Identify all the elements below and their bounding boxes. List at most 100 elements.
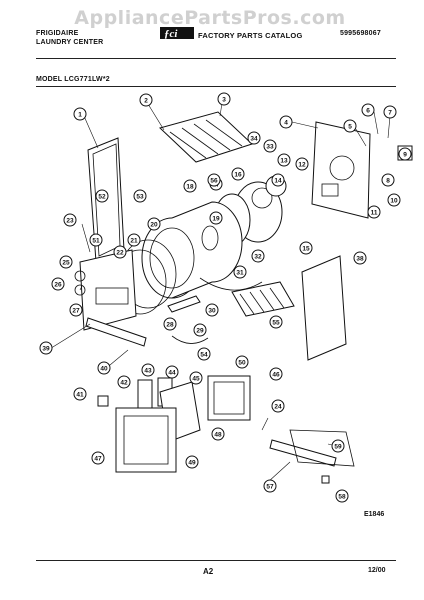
svg-text:3: 3	[222, 97, 226, 104]
callout-22: 22	[113, 245, 127, 259]
svg-text:31: 31	[236, 270, 244, 277]
callout-16: 16	[231, 167, 245, 181]
callout-43: 43	[141, 363, 155, 377]
callout-41: 41	[73, 387, 87, 401]
svg-text:49: 49	[188, 460, 196, 467]
svg-text:38: 38	[356, 256, 364, 263]
svg-text:39: 39	[42, 346, 50, 353]
callout-39: 39	[39, 341, 53, 355]
svg-text:43: 43	[144, 368, 152, 375]
callout-18: 18	[183, 179, 197, 193]
callout-12: 12	[295, 157, 309, 171]
svg-text:59: 59	[334, 444, 342, 451]
svg-text:27: 27	[72, 308, 80, 315]
svg-text:10: 10	[390, 198, 398, 205]
watermark: AppliancePartsPros.com	[74, 7, 346, 29]
svg-text:40: 40	[100, 366, 108, 373]
svg-text:58: 58	[338, 494, 346, 501]
callout-23: 23	[63, 213, 77, 227]
model-rule	[36, 86, 396, 87]
callout-10: 10	[387, 193, 401, 207]
svg-text:34: 34	[250, 136, 258, 143]
svg-text:23: 23	[66, 218, 74, 225]
svg-text:9: 9	[403, 152, 407, 159]
callout-54: 54	[197, 347, 211, 361]
svg-text:32: 32	[254, 254, 262, 261]
callout-2: 2	[139, 93, 153, 107]
svg-text:41: 41	[76, 392, 84, 399]
svg-text:1: 1	[78, 112, 82, 119]
svg-text:24: 24	[274, 404, 282, 411]
callout-7: 7	[383, 105, 397, 119]
duct-grill-part	[231, 281, 295, 317]
svg-text:57: 57	[266, 484, 274, 491]
inner-door-panel-part	[115, 407, 177, 473]
callout-44: 44	[165, 365, 179, 379]
callout-53: 53	[133, 189, 147, 203]
callout-33: 33	[263, 139, 277, 153]
brand-logo-icon: ƒci	[160, 27, 194, 40]
callout-13: 13	[277, 153, 291, 167]
header-rule	[36, 58, 396, 59]
callout-24: 24	[271, 399, 285, 413]
model-label: MODEL LCG771LW*2	[36, 76, 110, 83]
callout-20: 20	[147, 217, 161, 231]
callout-21: 21	[127, 233, 141, 247]
svg-text:56: 56	[210, 178, 218, 185]
revision-date: 12/00	[368, 567, 386, 574]
svg-text:33: 33	[266, 144, 274, 151]
svg-text:29: 29	[196, 328, 204, 335]
callout-9: 9	[398, 147, 412, 161]
svg-text:18: 18	[186, 184, 194, 191]
svg-text:12: 12	[298, 162, 306, 169]
callout-52: 52	[95, 189, 109, 203]
callout-34: 34	[247, 131, 261, 145]
svg-text:30: 30	[208, 308, 216, 315]
svg-text:4: 4	[284, 120, 288, 127]
callout-40: 40	[97, 361, 111, 375]
callout-25: 25	[59, 255, 73, 269]
svg-text:11: 11	[371, 210, 378, 217]
svg-text:47: 47	[94, 456, 102, 463]
figure-code: E1846	[364, 511, 385, 518]
svg-text:52: 52	[98, 194, 106, 201]
callout-28: 28	[163, 317, 177, 331]
svg-text:6: 6	[366, 108, 370, 115]
drum-body	[171, 201, 243, 299]
callout-32: 32	[251, 249, 265, 263]
door-frame-part	[207, 375, 251, 421]
svg-text:45: 45	[192, 376, 200, 383]
svg-text:44: 44	[168, 370, 176, 377]
callout-3: 3	[217, 92, 231, 106]
svg-text:15: 15	[302, 246, 310, 253]
callout-14: 14	[271, 173, 285, 187]
svg-text:16: 16	[234, 172, 242, 179]
callout-45: 45	[189, 371, 203, 385]
callout-27: 27	[69, 303, 83, 317]
callout-57: 57	[263, 479, 277, 493]
svg-text:7: 7	[388, 110, 392, 117]
svg-text:14: 14	[274, 178, 282, 185]
callout-46: 46	[269, 367, 283, 381]
svg-text:19: 19	[212, 216, 220, 223]
svg-text:55: 55	[272, 320, 280, 327]
callout-51: 51	[89, 233, 103, 247]
bottom-rail-part	[269, 439, 337, 467]
svg-text:28: 28	[166, 322, 174, 329]
svg-text:50: 50	[238, 360, 246, 367]
svg-text:13: 13	[280, 158, 288, 165]
callout-26: 26	[51, 277, 65, 291]
callout-55: 55	[269, 315, 283, 329]
brand-label: FRIGIDAIRE	[36, 30, 79, 37]
svg-text:48: 48	[214, 432, 222, 439]
callout-5: 5	[343, 119, 357, 133]
clip-part	[321, 475, 330, 484]
toe-kick-part	[85, 317, 147, 347]
callout-6: 6	[361, 103, 375, 117]
callout-4: 4	[279, 115, 293, 129]
page-number: A2	[203, 567, 214, 576]
callout-49: 49	[185, 455, 199, 469]
